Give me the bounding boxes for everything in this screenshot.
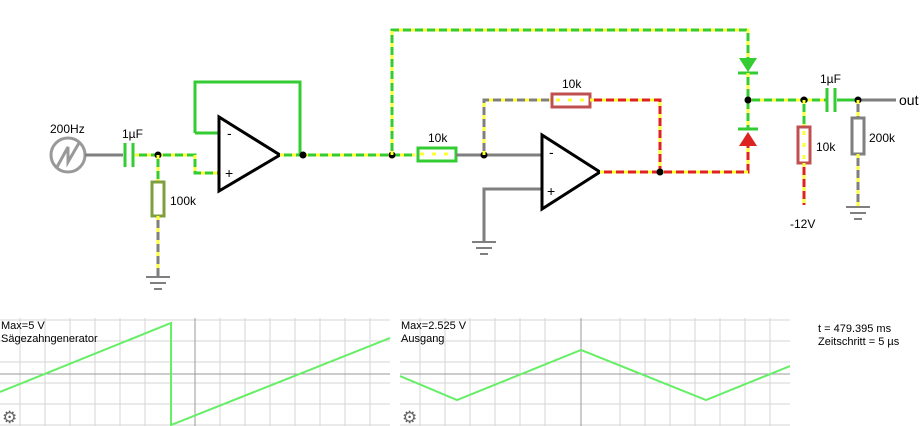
input-capacitor[interactable] <box>123 143 135 167</box>
svg-text:+: + <box>225 165 233 181</box>
junction-node <box>299 151 307 159</box>
sawtooth-trace <box>0 321 390 426</box>
scope-sawtooth[interactable]: Max=5 V Sägezahngenerator ⚙ <box>0 318 390 426</box>
circuit-canvas[interactable]: .w { stroke:#33cc33; stroke-width:3; fil… <box>0 0 923 318</box>
resistor-load-10k[interactable] <box>796 100 812 205</box>
resistor-feedback-10k[interactable] <box>482 92 662 172</box>
gear-icon[interactable]: ⚙ <box>2 408 18 426</box>
resistor-feedback-label: 10k <box>562 77 582 91</box>
scope-plot <box>400 318 790 426</box>
resistor-200k[interactable] <box>850 100 866 206</box>
opamp-inverter[interactable]: - + <box>540 132 603 212</box>
scope-max-label: Max=2.525 V <box>401 320 467 332</box>
wire-to-upper-diode[interactable] <box>390 28 750 155</box>
source-frequency-label: 200Hz <box>50 122 85 136</box>
svg-text:-: - <box>549 144 554 160</box>
wire-cap-to-buffer[interactable] <box>135 153 218 175</box>
sawtooth-source[interactable] <box>49 136 87 174</box>
resistor-200k-label: 200k <box>869 131 896 145</box>
ground-symbol <box>472 241 496 255</box>
diode-lower[interactable] <box>738 127 758 146</box>
resistor-input-label: 10k <box>428 131 448 145</box>
resistor-load-label: 10k <box>816 140 836 154</box>
output-capacitor-label: 1µF <box>820 72 841 86</box>
simulation-timestep: Zeitschritt = 5 µs <box>818 336 900 348</box>
resistor-input-10k[interactable] <box>416 146 458 163</box>
input-capacitor-label: 1µF <box>122 127 143 141</box>
resistor-100k[interactable] <box>150 155 166 276</box>
opamp-buffer[interactable]: - + <box>193 80 302 194</box>
scope-plot <box>0 318 390 426</box>
simulation-info: t = 479.395 ms Zeitschritt = 5 µs <box>818 323 899 349</box>
gear-icon[interactable]: ⚙ <box>402 408 418 426</box>
scope-max-label: Max=5 V <box>1 320 45 332</box>
wire-inverter-output[interactable] <box>600 146 750 174</box>
supply-voltage-label: -12V <box>790 217 815 231</box>
ground-symbol <box>846 206 870 220</box>
svg-text:+: + <box>547 183 555 199</box>
scope-info: Max=5 V Sägezahngenerator <box>1 320 98 346</box>
scope-name-label: Ausgang <box>401 333 445 345</box>
resistor-100k-label: 100k <box>170 194 197 208</box>
diode-upper[interactable] <box>738 58 758 128</box>
junction-node <box>744 96 752 104</box>
simulation-time: t = 479.395 ms <box>818 323 892 335</box>
wire-noninverting-ground[interactable] <box>482 187 541 241</box>
ground-symbol <box>146 276 170 290</box>
scope-name-label: Sägezahngenerator <box>1 333 98 345</box>
output-capacitor[interactable] <box>825 88 896 112</box>
junction-node <box>656 168 664 176</box>
output-terminal-label: out <box>899 92 919 108</box>
scope-info: Max=2.525 V Ausgang <box>401 320 466 346</box>
scope-output[interactable]: Max=2.525 V Ausgang ⚙ <box>400 318 790 426</box>
svg-text:-: - <box>227 125 232 141</box>
output-trace <box>400 348 790 402</box>
